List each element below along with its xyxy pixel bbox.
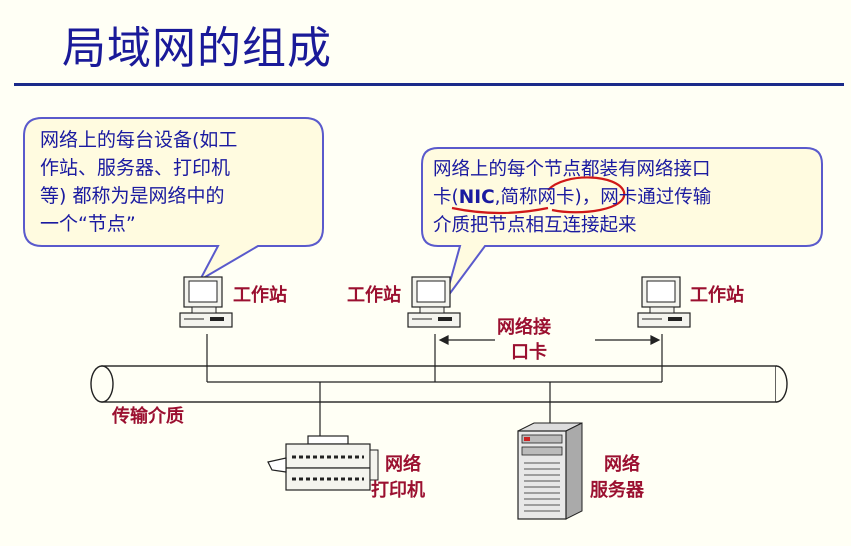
title-rule <box>14 83 844 86</box>
callout-line: 介质把节点相互连接起来 <box>433 215 637 236</box>
callout-line: 等) 都称为是网络中的 <box>40 185 225 207</box>
callout-fragment: ,简称网卡)，网卡通过传输 <box>494 187 712 208</box>
server-label-line2: 服务器 <box>590 480 644 501</box>
printer-label-line1: 网络 <box>385 454 421 475</box>
transmission-medium-tube <box>90 365 788 403</box>
callout-line: 一个“节点” <box>40 213 136 235</box>
nic-callout-text: 网络上的每个节点都装有网络接口 卡(NIC,简称网卡)，网卡通过传输 介质把节点… <box>433 156 711 240</box>
page-title: 局域网的组成 <box>62 23 332 74</box>
workstation-icon <box>637 276 691 328</box>
nic-arrows <box>438 335 661 345</box>
workstation-icon <box>179 276 233 328</box>
workstation-right-label: 工作站 <box>690 285 744 306</box>
callout-fragment: 卡( <box>433 187 459 208</box>
server-label-line1: 网络 <box>604 454 640 475</box>
workstation-icon <box>407 276 461 328</box>
nic-abbreviation: NIC <box>458 187 495 208</box>
node-callout-bubble <box>23 117 324 283</box>
medium-label: 传输介质 <box>112 406 184 427</box>
printer-icon <box>267 435 379 491</box>
callout-line: 网络上的每台设备(如工 <box>40 129 238 151</box>
callout-line: 作站、服务器、打印机 <box>40 157 231 179</box>
server-icon <box>517 422 583 520</box>
node-callout-text: 网络上的每台设备(如工 作站、服务器、打印机 等) 都称为是网络中的 一个“节点… <box>40 126 237 238</box>
nic-label-line1: 网络接 <box>497 317 551 338</box>
nic-callout-bubble <box>421 147 823 301</box>
workstation-center-label: 工作站 <box>347 285 401 306</box>
bus-wires <box>206 334 663 438</box>
callout-line: 网络上的每个节点都装有网络接口 <box>433 159 711 180</box>
callout-line: 卡(NIC,简称网卡)，网卡通过传输 <box>433 184 711 212</box>
nic-label-line2: 口卡 <box>511 342 547 363</box>
printer-label-line2: 打印机 <box>371 480 425 501</box>
nic-annotation-ellipse <box>451 176 626 215</box>
workstation-left-label: 工作站 <box>233 285 287 306</box>
